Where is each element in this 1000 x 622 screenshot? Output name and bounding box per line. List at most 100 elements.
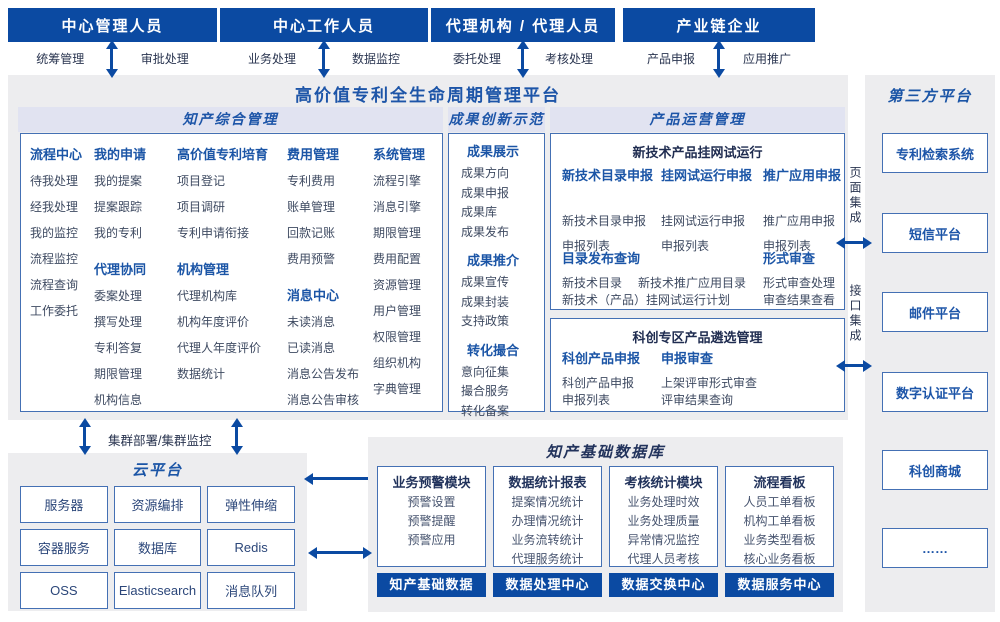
third-party-box: 科创商城 <box>882 450 988 490</box>
menu-item: 待我处理 <box>30 174 79 188</box>
db-item: 预警提醒 <box>407 514 456 528</box>
db-item: 预警设置 <box>407 495 456 509</box>
actor-group-agency: 代理机构 / 代理人员 委托处理 考核处理 <box>431 8 615 80</box>
menu-item: 上架评审形式审查 <box>661 376 758 390</box>
menu-item: 审查结果查看 <box>763 293 836 307</box>
actor-bar: 中心工作人员 <box>220 8 428 42</box>
menu-item: 经我处理 <box>30 200 79 214</box>
cloud-cell: 服务器 <box>20 486 108 523</box>
menu-item: 推广应用申报 <box>763 214 836 228</box>
db-module-items: 人员工单看板机构工单看板业务类型看板核心业务看板 <box>726 493 833 569</box>
menu-group-items: 委案处理撰写处理专利答复期限管理机构信息 <box>94 283 177 413</box>
menu-group: 转化撮合 意向征集撮合服务转化备案 <box>461 339 544 422</box>
third-party-box: 专利检索系统 <box>882 133 988 173</box>
menu-item: 新技术推广应用目录 <box>638 276 747 290</box>
actor-function-label: 业务处理 <box>247 52 296 66</box>
menu-item: 消息公告审核 <box>287 393 360 407</box>
third-party-title: 第三方平台 <box>887 88 973 105</box>
menu-item: 机构信息 <box>94 393 143 407</box>
menu-item: 成果申报 <box>461 185 510 200</box>
menu-item: 期限管理 <box>94 367 143 381</box>
menu-item: 字典管理 <box>373 382 422 396</box>
db-center-button: 数据处理中心 <box>493 573 602 597</box>
achievement-box: 成果展示 成果方向成果申报成果库成果发布 成果推介 成果宣传成果封装支持政策 转… <box>448 133 545 418</box>
menu-group-title: 机构管理 <box>177 262 230 277</box>
db-module-box: 业务预警模块 预警设置预警提醒预警应用 <box>377 466 486 567</box>
menu-group: 推广应用申报 推广应用申报申报列表 <box>763 167 843 259</box>
menu-item: 我的监控 <box>30 226 79 240</box>
menu-group-items: 专利费用账单管理回款记账费用预警 <box>287 168 373 272</box>
actor-function-label: 审批处理 <box>140 52 189 66</box>
platform-title: 高价值专利全生命周期管理平台 <box>295 86 561 105</box>
menu-group: 挂网试运行申报 挂网试运行申报申报列表 <box>661 167 756 259</box>
menu-item: 申报列表 <box>562 239 611 253</box>
menu-item: 已读消息 <box>287 341 336 355</box>
menu-item: 流程监控 <box>30 252 79 266</box>
menu-item: 项目调研 <box>177 200 226 214</box>
menu-group-title: 费用管理 <box>287 147 340 162</box>
cloud-cell: OSS <box>20 572 108 609</box>
menu-item: 申报列表 <box>562 393 611 407</box>
menu-item: 项目登记 <box>177 174 226 188</box>
db-item: 人员工单看板 <box>743 495 816 509</box>
menu-group-items: 代理机构库机构年度评价代理人年度评价数据统计 <box>177 283 287 387</box>
menu-item: 组织机构 <box>373 356 422 370</box>
menu-group-items: 成果宣传成果封装支持政策 <box>461 273 544 332</box>
menu-group: 流程中心 待我处理经我处理我的监控流程监控流程查询工作委托 <box>30 142 94 324</box>
interface-integration-arrow-icon <box>836 359 872 372</box>
db-item: 业务处理时效 <box>627 495 700 509</box>
cloud-cell: 容器服务 <box>20 529 108 566</box>
db-item: 异常情况监控 <box>627 533 700 547</box>
platform-panel: 高价值专利全生命周期管理平台 知产综合管理 成果创新示范 产品运营管理 流程中心… <box>8 75 848 420</box>
menu-item: 科创产品申报 <box>562 376 635 390</box>
menu-group-title: 高价值专利培育 <box>177 147 269 162</box>
menu-item: 流程查询 <box>30 278 79 292</box>
menu-group: 目录发布查询 新技术目录新技术推广应用目录新技术（产品）挂网试运行计划 <box>562 250 762 309</box>
menu-group-title: 申报审查 <box>661 351 714 366</box>
menu-group-title: 系统管理 <box>373 147 426 162</box>
menu-group-title: 目录发布查询 <box>562 251 641 266</box>
db-item: 代理服务统计 <box>511 552 584 566</box>
menu-group-title: 成果推介 <box>467 253 520 268</box>
db-item: 提案情况统计 <box>511 495 584 509</box>
menu-group-items: 成果方向成果申报成果库成果发布 <box>461 164 544 242</box>
actor-group-center-staff: 中心工作人员 业务处理 数据监控 <box>220 8 428 80</box>
menu-group-title: 消息中心 <box>287 288 340 303</box>
new-tech-trial-box: 新技术产品挂网试运行 新技术目录申报 新技术目录申报申报列表 挂网试运行申报 挂… <box>550 133 845 310</box>
menu-item: 撰写处理 <box>94 315 143 329</box>
menu-item: 回款记账 <box>287 226 336 240</box>
db-module-box: 考核统计模块 业务处理时效业务处理质量异常情况监控代理人员考核 <box>609 466 718 567</box>
menu-item: 成果方向 <box>461 166 510 180</box>
db-item: 代理人员考核 <box>627 552 700 566</box>
actor-function-label: 考核处理 <box>544 52 593 66</box>
menu-group: 消息中心 未读消息已读消息消息公告发布消息公告审核 <box>287 283 373 413</box>
section-title-product-ops: 产品运营管理 <box>550 107 845 132</box>
page-integration-arrow-icon <box>836 236 872 249</box>
actor-function-label: 委托处理 <box>452 52 501 66</box>
menu-item: 成果库 <box>461 205 498 219</box>
cloud-cell: 资源编排 <box>113 486 202 523</box>
menu-item: 意向征集 <box>461 364 510 379</box>
menu-group: 成果推介 成果宣传成果封装支持政策 <box>461 249 544 332</box>
menu-item: 机构年度评价 <box>177 315 250 329</box>
menu-group-items: 推广应用申报申报列表 <box>763 209 843 259</box>
db-item: 机构工单看板 <box>743 514 816 528</box>
menu-item: 我的提案 <box>94 174 143 188</box>
cluster-label: 集群部署/集群监控 <box>108 434 212 448</box>
ip-column: 流程中心 待我处理经我处理我的监控流程监控流程查询工作委托 <box>30 142 94 413</box>
cloud-cell: 数据库 <box>113 529 202 566</box>
menu-item: 未读消息 <box>287 315 336 329</box>
db-center-button: 数据服务中心 <box>725 573 834 597</box>
menu-group: 高价值专利培育 项目登记项目调研专利申请衔接 <box>177 142 287 246</box>
menu-item: 费用预警 <box>287 252 336 266</box>
db-module-items: 提案情况统计办理情况统计业务流转统计代理服务统计 <box>494 493 601 569</box>
db-module: 考核统计模块 业务处理时效业务处理质量异常情况监控代理人员考核 数据交换中心 <box>609 466 718 597</box>
ip-column: 高价值专利培育 项目登记项目调研专利申请衔接 机构管理 代理机构库机构年度评价代… <box>177 142 287 413</box>
menu-group-items: 未读消息已读消息消息公告发布消息公告审核 <box>287 309 373 413</box>
menu-item: 成果封装 <box>461 294 510 309</box>
db-item: 办理情况统计 <box>511 514 584 528</box>
menu-item: 撮合服务 <box>461 384 510 398</box>
db-module-title: 数据统计报表 <box>508 475 587 490</box>
menu-item: 支持政策 <box>461 314 510 328</box>
db-module: 业务预警模块 预警设置预警提醒预警应用 知产基础数据 <box>377 466 486 597</box>
